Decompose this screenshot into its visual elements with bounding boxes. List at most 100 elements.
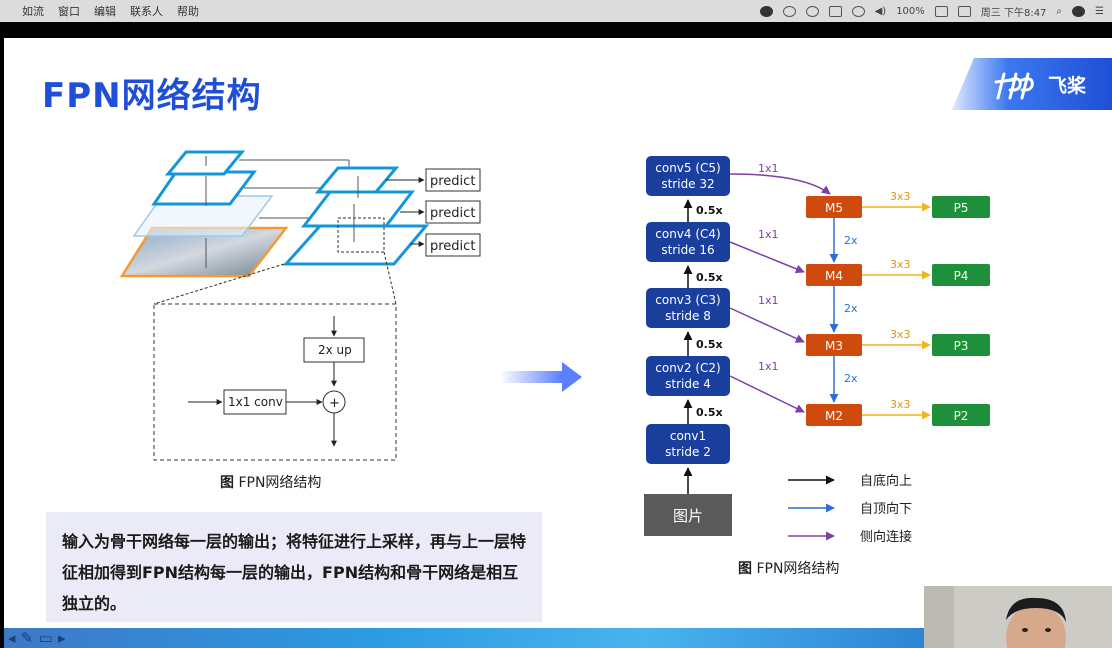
p-node-2: P2 — [932, 404, 990, 426]
backbone-node-c3: conv3 (C3) stride 8 — [646, 288, 730, 328]
smooth-label: 3x3 — [890, 328, 911, 341]
caption-prefix: 图 — [220, 475, 234, 491]
svg-text:stride 8: stride 8 — [665, 309, 711, 323]
smooth-label: 3x3 — [890, 398, 911, 411]
menu-item-app[interactable]: 如流 — [22, 5, 44, 18]
svg-text:M3: M3 — [825, 339, 843, 353]
predict-label: predict — [430, 174, 475, 189]
svg-text:P2: P2 — [954, 409, 969, 423]
status-app-icon[interactable] — [759, 5, 773, 17]
notification-center-icon[interactable]: ☰ — [1095, 5, 1104, 17]
svg-text:conv4 (C4): conv4 (C4) — [655, 227, 720, 241]
menu-item-help[interactable]: 帮助 — [177, 5, 199, 18]
lateral-label: 1x1 — [758, 162, 779, 175]
svg-text:conv1: conv1 — [670, 429, 706, 443]
webcam-video — [924, 586, 1112, 648]
backbone-node-c5: conv5 (C5) stride 32 — [646, 156, 730, 196]
menu-item-contacts[interactable]: 联系人 — [130, 5, 163, 18]
svg-text:P3: P3 — [954, 339, 969, 353]
upsample-label: 2x up — [318, 343, 352, 357]
svg-text:M2: M2 — [825, 409, 843, 423]
menu-item-edit[interactable]: 编辑 — [94, 5, 116, 18]
svg-text:P4: P4 — [954, 269, 969, 283]
p-node-5: P5 — [932, 196, 990, 218]
smooth-label: 3x3 — [890, 258, 911, 271]
fpn-block-diagram: conv5 (C5) stride 32 conv4 (C4) stride 1… — [644, 156, 990, 545]
backbone-layer-3 — [164, 150, 246, 176]
slide-icon[interactable]: ▭ — [38, 629, 53, 647]
caption-prefix: 图 — [738, 561, 752, 577]
lateral-label: 1x1 — [758, 294, 779, 307]
svg-text:M4: M4 — [825, 269, 843, 283]
window-top-bar — [0, 22, 1112, 38]
lateral-label: 1x1 — [758, 228, 779, 241]
caption-text: FPN网络结构 — [234, 475, 322, 491]
battery-percentage: 100% — [896, 5, 925, 17]
svg-text:P5: P5 — [954, 201, 969, 215]
backbone-layer-2 — [151, 170, 257, 206]
input-method-icon[interactable] — [957, 5, 971, 17]
backbone-node-c4: conv4 (C4) stride 16 — [646, 222, 730, 262]
svg-text:stride 4: stride 4 — [665, 377, 711, 391]
pen-icon[interactable]: ✎ — [20, 629, 34, 647]
legend-bottom-up: 自底向上 — [860, 473, 912, 489]
description-text: 输入为骨干网络每一层的输出；将特征进行上采样，再与上一层特征相加得到FPN结构每… — [62, 532, 527, 613]
svg-text:图片: 图片 — [673, 507, 703, 525]
siri-icon[interactable] — [1072, 5, 1086, 17]
description-box: 输入为骨干网络每一层的输出；将特征进行上采样，再与上一层特征相加得到FPN结构每… — [46, 512, 542, 622]
paddle-logo: 飞桨 — [952, 58, 1112, 110]
backbone-node-c1: conv1 stride 2 — [646, 424, 730, 464]
m-node-3: M3 — [806, 334, 862, 356]
logo-text: 飞桨 — [1048, 74, 1087, 97]
paddle-mark-icon — [994, 72, 1034, 100]
lateral-label: 1x1 — [758, 360, 779, 373]
search-icon[interactable]: ⌕ — [1056, 5, 1063, 17]
slide: FPN网络结构 飞桨 — [4, 38, 1112, 648]
top-down-label: 2x — [844, 234, 858, 247]
svg-text:M5: M5 — [825, 201, 843, 215]
slide-title: FPN网络结构 — [42, 76, 262, 116]
airplay-icon[interactable] — [828, 5, 842, 17]
top-down-label: 2x — [844, 302, 858, 315]
right-figure-caption: 图 FPN网络结构 — [738, 558, 839, 578]
m-node-4: M4 — [806, 264, 862, 286]
menu-item-window[interactable]: 窗口 — [58, 5, 80, 18]
highlight-box — [337, 217, 385, 253]
battery-icon[interactable] — [934, 5, 948, 17]
transition-arrow-icon — [500, 362, 582, 392]
down-ratio-label: 0.5x — [696, 204, 723, 217]
p-node-4: P4 — [932, 264, 990, 286]
left-figure-caption: 图 FPN网络结构 — [220, 472, 321, 492]
p-node-3: P3 — [932, 334, 990, 356]
predict-label: predict — [430, 206, 475, 221]
detail-box — [153, 303, 397, 461]
input-image-node: 图片 — [644, 494, 732, 536]
clock[interactable]: 周三 下午8:47 — [980, 7, 1047, 19]
svg-text:stride 16: stride 16 — [661, 243, 714, 257]
legend: 自底向上 自顶向下 侧向连接 — [788, 473, 912, 545]
back-arrow-icon[interactable]: ◂ — [8, 629, 16, 647]
annotation-tools: ◂ ✎ ▭ ▸ — [8, 629, 66, 647]
record-icon[interactable] — [805, 5, 819, 17]
svg-text:stride 2: stride 2 — [665, 445, 711, 459]
legend-top-down: 自顶向下 — [860, 501, 912, 517]
svg-text:conv3 (C3): conv3 (C3) — [655, 293, 720, 307]
volume-icon[interactable]: ◀) — [874, 5, 887, 17]
caption-text: FPN网络结构 — [752, 561, 840, 577]
conv-label: 1x1 conv — [228, 395, 283, 409]
presenter-avatar — [924, 586, 1112, 648]
menu-bar: 如流 窗口 编辑 联系人 帮助 ◀) 100% 周三 下午8:47 ⌕ ☰ — [0, 0, 1112, 22]
backbone-node-c2: conv2 (C2) stride 4 — [646, 356, 730, 396]
down-ratio-label: 0.5x — [696, 271, 723, 284]
top-down-label: 2x — [844, 372, 858, 385]
next-arrow-icon[interactable]: ▸ — [58, 629, 66, 647]
wifi-icon[interactable] — [851, 5, 865, 17]
annotation-toolbar: ◂ ✎ ▭ ▸ — [4, 628, 924, 648]
fpn-illustration: predict predict predict 2x up 1x1 conv + — [119, 150, 481, 461]
m-node-2: M2 — [806, 404, 862, 426]
legend-lateral: 侧向连接 — [860, 529, 912, 545]
vpn-icon[interactable] — [782, 5, 796, 17]
fpn-layer-top — [314, 166, 400, 194]
predict-label: predict — [430, 239, 475, 254]
fpn-layer-bottom — [282, 224, 430, 266]
